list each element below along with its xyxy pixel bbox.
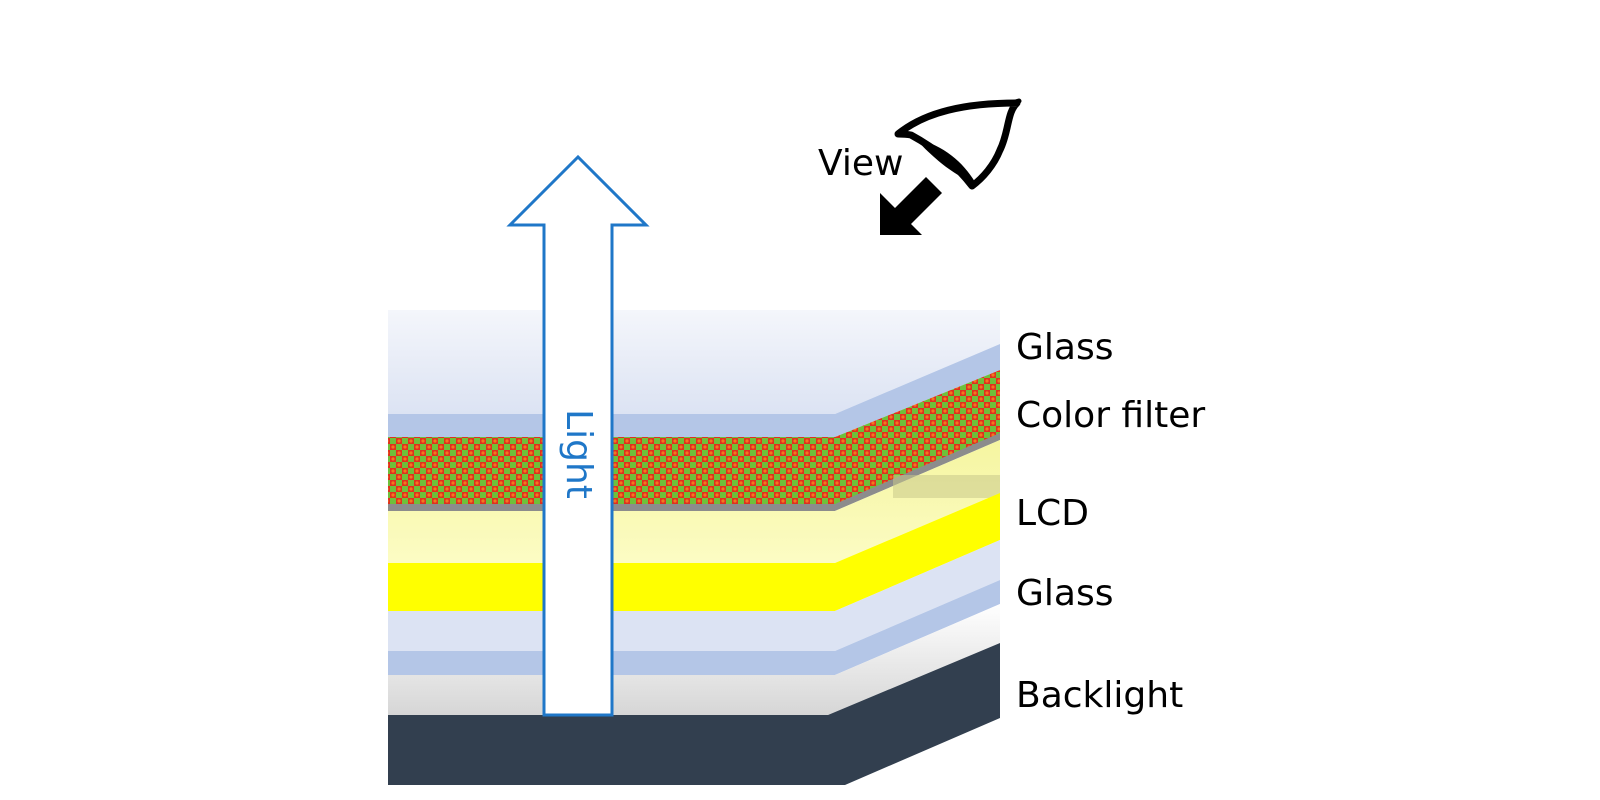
label-color-filter: Color filter — [1016, 395, 1206, 436]
glass-top-body — [388, 310, 1000, 414]
lcd-pale-region — [388, 440, 1000, 563]
glass-bottom-band — [388, 580, 1000, 675]
backlight-base — [388, 643, 1000, 785]
layer-lcd — [388, 440, 1000, 611]
label-glass-top: Glass — [1016, 327, 1114, 368]
eye-icon — [894, 98, 1022, 190]
arrow-down-left-icon — [880, 177, 942, 235]
label-glass-bottom: Glass — [1016, 573, 1114, 614]
view-label: View — [818, 143, 904, 184]
lcd-shadow-strip — [893, 475, 1000, 498]
layer-color-filter — [388, 370, 1000, 511]
backlight-top-sheet — [388, 604, 1000, 715]
label-backlight: Backlight — [1016, 675, 1184, 716]
label-lcd: LCD — [1016, 493, 1089, 534]
glass-bottom-body — [388, 540, 1000, 651]
glass-top-band — [388, 344, 1000, 437]
lcd-bright-band — [388, 493, 1000, 611]
color-filter-body — [388, 370, 1000, 508]
light-label: Light — [558, 409, 599, 499]
arrow-up-icon — [506, 154, 650, 717]
layer-glass-bottom — [388, 540, 1000, 675]
layer-glass-top — [388, 310, 1000, 437]
layer-backlight — [388, 604, 1000, 785]
